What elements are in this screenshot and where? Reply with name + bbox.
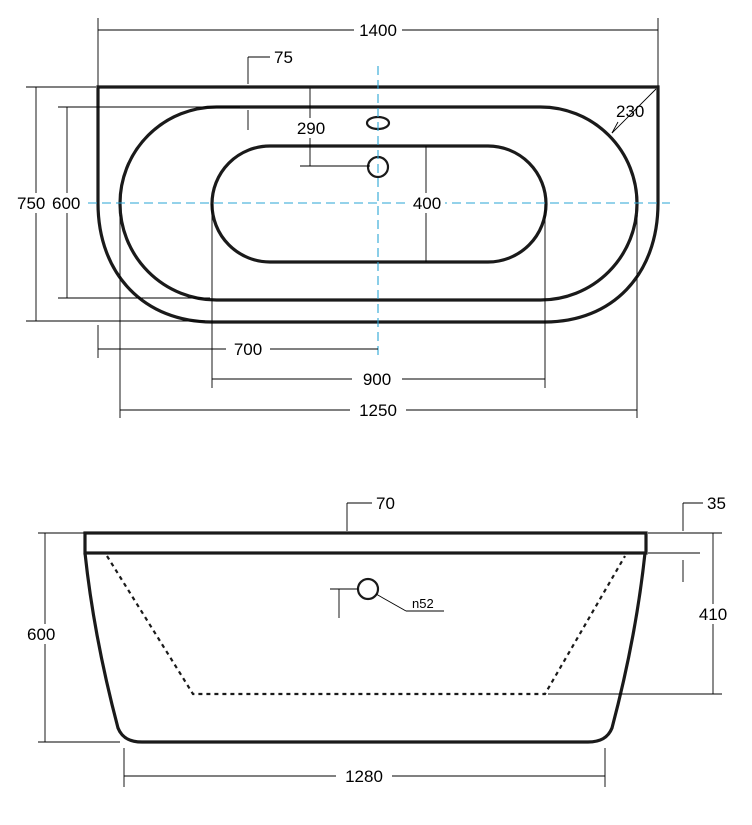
dim-drain-offset: 700 (97, 325, 378, 359)
label-lip-height: 35 (707, 494, 726, 513)
dim-bottom-width: 400 (409, 146, 445, 262)
label-rim-width: 75 (274, 48, 293, 67)
label-inner-width: 600 (52, 194, 80, 213)
dim-inner-length: 1250 (119, 215, 638, 420)
dim-overall-length: 1400 (97, 18, 659, 86)
label-drain-offset: 700 (234, 340, 262, 359)
dim-bottom-length: 900 (211, 204, 546, 389)
tub-inner-rim (118, 105, 639, 302)
label-rim-thickness: 70 (376, 494, 395, 513)
label-base-length: 1280 (345, 767, 383, 786)
label-overall-length: 1400 (359, 21, 397, 40)
label-corner-radius: 230 (616, 102, 644, 121)
label-overflow-offset: 290 (297, 119, 325, 138)
tub-rim-slab (83, 531, 648, 555)
dim-base-length: 1280 (123, 748, 606, 787)
tub-inner-bowl-hidden (106, 555, 626, 696)
label-bottom-length: 900 (363, 370, 391, 389)
label-total-height: 600 (27, 625, 55, 644)
dim-overflow-offset: 290 (294, 88, 370, 167)
dim-total-height: 600 (26, 532, 120, 743)
label-overall-width: 750 (17, 194, 45, 213)
dim-lip-height: 35 (648, 494, 726, 582)
dim-inner-depth: 410 (548, 532, 732, 695)
dim-overflow-diameter: n52 (330, 588, 444, 618)
dim-overall-width: 750 (16, 86, 205, 322)
overflow-hole-icon (356, 577, 380, 601)
side-view: 70 35 600 410 (26, 494, 732, 787)
dim-corner-radius: 230 (611, 88, 657, 134)
dim-rim-width: 75 (247, 48, 293, 130)
label-inner-depth: 410 (699, 605, 727, 624)
label-overflow-diameter: n52 (412, 596, 434, 611)
dim-inner-width: 600 (52, 106, 240, 299)
label-bottom-width: 400 (413, 194, 441, 213)
tub-bottom (210, 144, 548, 264)
label-inner-length: 1250 (359, 401, 397, 420)
dim-rim-thickness: 70 (346, 494, 395, 531)
top-view: 1400 75 290 230 750 (16, 18, 670, 420)
tub-body-outline (83, 552, 647, 744)
